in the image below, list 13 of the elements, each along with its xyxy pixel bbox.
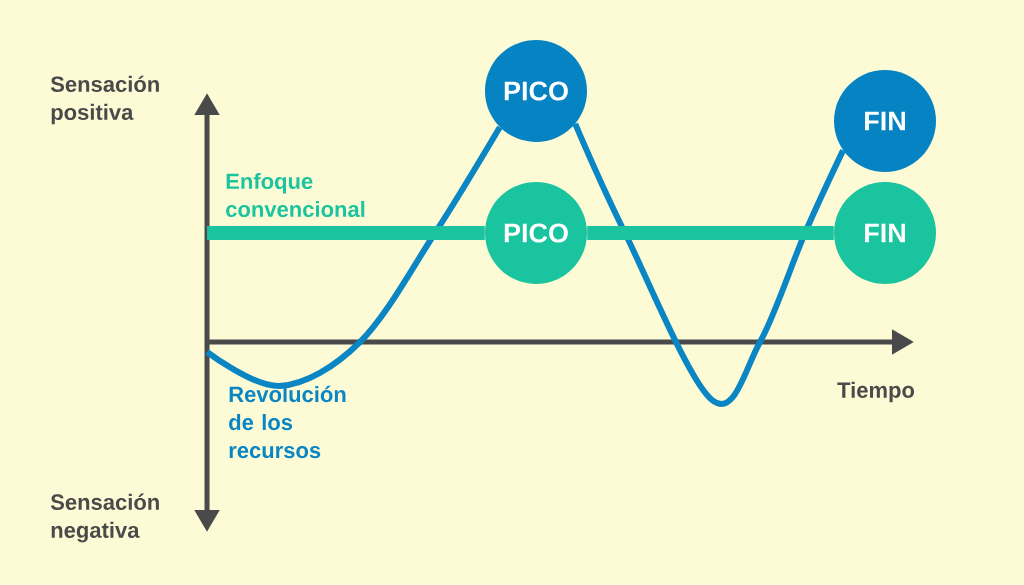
curve-line (205, 125, 503, 389)
circle-node: FIN (834, 70, 936, 172)
axis-label: Revolución de los recursos (229, 385, 346, 459)
circle-node: PICO (485, 182, 587, 284)
axis-label: Tiempo (837, 381, 915, 403)
curve-line (572, 122, 846, 407)
axis-label: Sensación negativa (50, 493, 159, 543)
circle-node: PICO (485, 40, 587, 142)
curve-line (207, 226, 485, 240)
axis-label: Sensación positiva (50, 75, 159, 125)
circle-node: FIN (834, 182, 936, 284)
axis-label: Enfoque convencional (226, 172, 365, 218)
curve-line (587, 226, 834, 240)
